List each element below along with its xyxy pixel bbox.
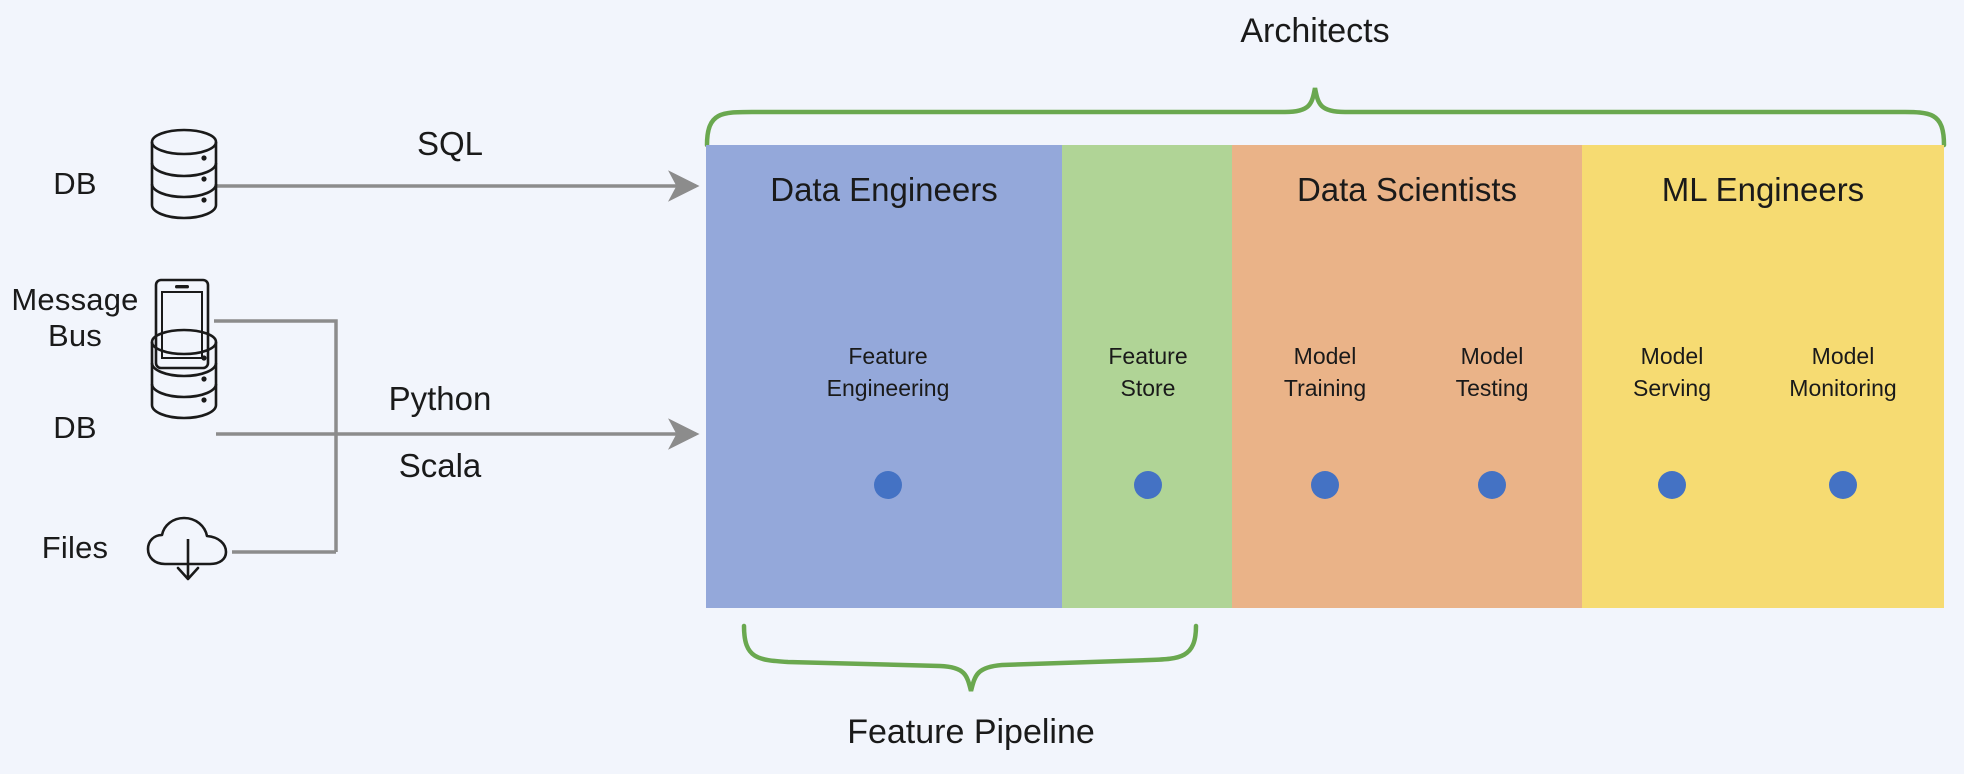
panel-data-engineers[interactable]: Data Engineers <box>706 145 1062 608</box>
source-label-db-middle: DB <box>53 410 97 445</box>
architects-bracket <box>704 87 1947 148</box>
step-label-model-serving: Model Serving <box>1633 343 1711 401</box>
bracket-caption-feature-pipeline: Feature Pipeline <box>847 713 1095 751</box>
source-label-message-bus: Message Bus <box>11 282 139 353</box>
source-label-files: Files <box>41 530 109 565</box>
step-dot-model-serving[interactable] <box>1658 471 1686 499</box>
feature-pipeline-bracket <box>741 623 1199 692</box>
step-dot-model-monitoring[interactable] <box>1829 471 1857 499</box>
step-label-model-monitoring: Model Monitoring <box>1789 343 1897 401</box>
step-label-feature-store: Feature Store <box>1108 343 1188 401</box>
step-label-model-training: Model Training <box>1283 343 1367 401</box>
step-label-feature-engineering: Feature Engineering <box>826 343 950 401</box>
panel-feature-store[interactable] <box>1062 145 1232 608</box>
panel-title-data-engineers: Data Engineers <box>770 171 998 208</box>
protocol-label-sql: SQL <box>416 125 484 162</box>
protocol-label-scala: Scala <box>398 447 482 484</box>
step-dot-feature-store[interactable] <box>1134 471 1162 499</box>
database-icon <box>150 328 218 420</box>
mobile-device-icon <box>154 278 210 370</box>
panel-data-scientists[interactable]: Data Scientists <box>1232 145 1582 608</box>
protocol-label-python: Python <box>388 380 492 417</box>
step-dot-feature-engineering[interactable] <box>874 471 902 499</box>
cloud-download-icon <box>146 516 228 581</box>
source-label-db-top: DB <box>53 166 97 201</box>
step-dot-model-testing[interactable] <box>1478 471 1506 499</box>
database-icon <box>150 128 218 220</box>
step-dot-model-training[interactable] <box>1311 471 1339 499</box>
panel-title-ml-engineers: ML Engineers <box>1661 171 1865 208</box>
edge-message-bus <box>214 319 338 552</box>
step-label-model-testing: Model Testing <box>1455 343 1529 401</box>
panel-title-data-scientists: Data Scientists <box>1296 171 1518 208</box>
team-panels: Data Engineers Data Scientists ML Engine… <box>706 145 1944 608</box>
bracket-caption-architects: Architects <box>1240 12 1390 50</box>
panel-ml-engineers[interactable]: ML Engineers <box>1582 145 1944 608</box>
